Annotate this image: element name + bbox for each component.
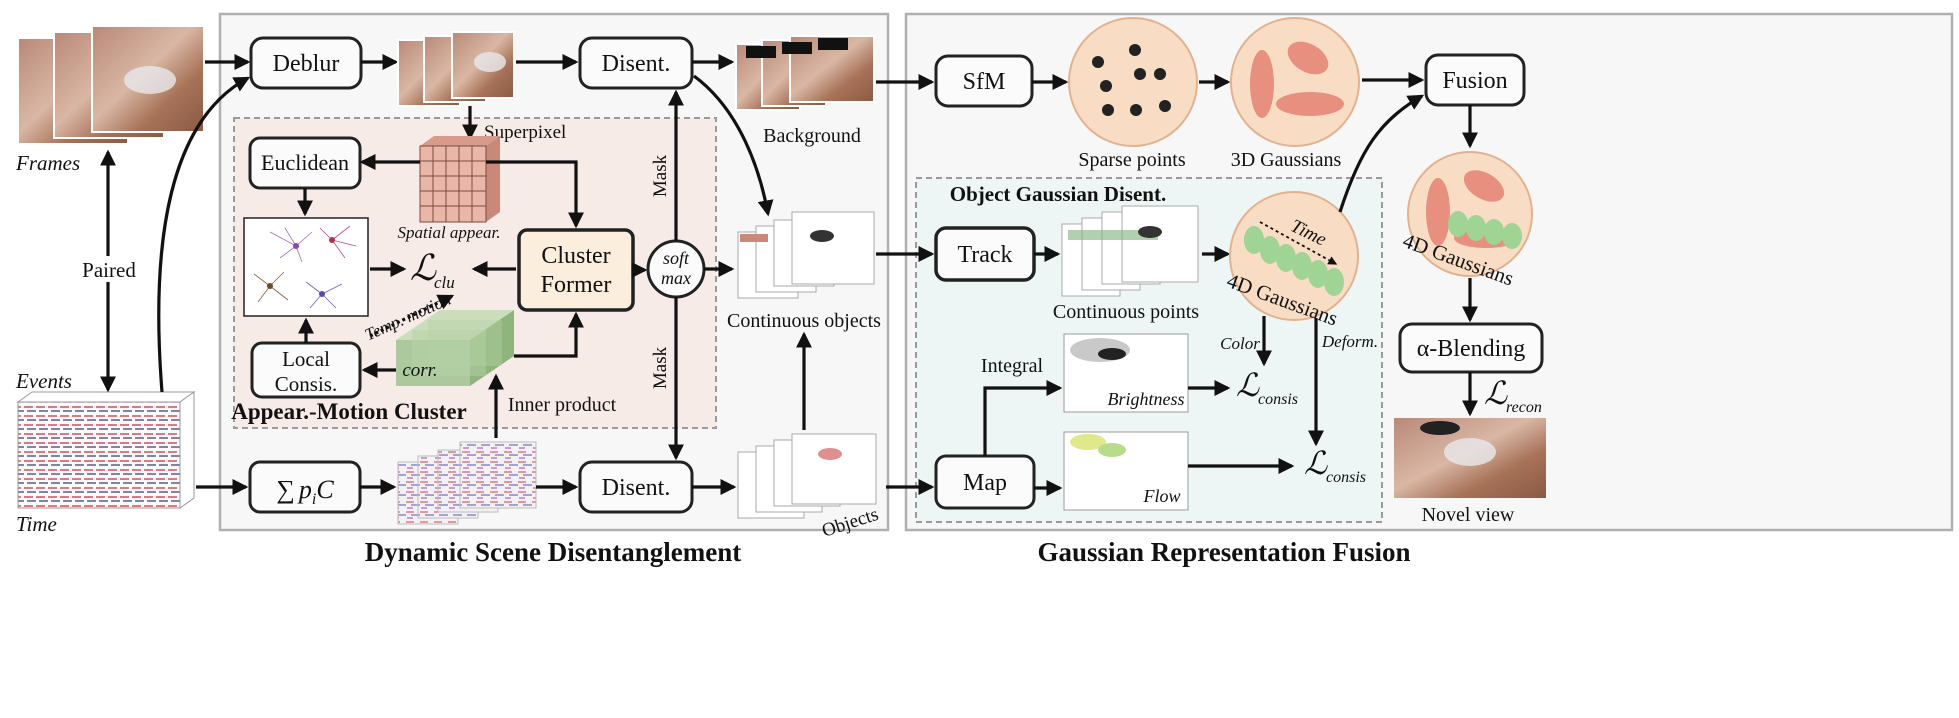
deblurred-frames [397, 31, 515, 107]
l-consis-symbol: ℒ [1236, 367, 1260, 403]
sum-label: ∑piC [276, 475, 334, 508]
l-recon-subscript: recon [1506, 399, 1542, 416]
alpha-blending-label: α-Blending [1417, 336, 1526, 362]
color-label: Color [1220, 334, 1260, 353]
flow-label: Flow [1142, 486, 1180, 506]
l-clu-subscript: clu [434, 273, 455, 292]
continuous-objects-label: Continuous objects [727, 310, 881, 332]
continuous-points-label: Continuous points [1053, 301, 1199, 323]
event-frames-stack [397, 441, 537, 525]
gaussians-4d-right-circle [1407, 151, 1533, 277]
sfm-label: SfM [963, 69, 1006, 95]
map-label: Map [963, 470, 1007, 496]
l-recon-symbol: ℒ [1484, 375, 1508, 411]
brightness-label: Brightness [1107, 389, 1184, 409]
gaussians-4d-circle [1229, 191, 1359, 321]
events-label: Events [15, 369, 72, 393]
cluster-graph [243, 217, 369, 317]
continuous-points-stack [1061, 205, 1199, 297]
gaussians-3d-circle [1230, 17, 1360, 147]
l-consis2-symbol: ℒ [1304, 445, 1328, 481]
euclidean-label: Euclidean [261, 150, 349, 175]
superpixel-label: Superpixel [484, 122, 566, 143]
cluster-former-line1: Cluster [541, 243, 610, 269]
background-frames [735, 35, 875, 111]
inner-product-label: Inner product [508, 394, 617, 416]
corr-volume [396, 310, 514, 386]
superpixel-cube [419, 136, 500, 223]
mask-bottom-label: Mask [650, 346, 671, 389]
mask-top-label: Mask [650, 154, 671, 197]
l-clu-symbol: ℒ [410, 248, 437, 288]
background-label: Background [763, 125, 861, 147]
softmax-line2: max [661, 268, 691, 288]
l-consis-subscript: consis [1258, 391, 1298, 408]
sparse-points-label: Sparse points [1078, 149, 1185, 171]
flow-image [1063, 431, 1189, 511]
disent-top-label: Disent. [602, 51, 671, 77]
fusion-box [1424, 53, 1526, 107]
frames-stack [17, 25, 205, 145]
local-consis-line2: Consis. [275, 372, 337, 396]
cluster-former-box [517, 228, 635, 312]
fusion-label: Fusion [1442, 68, 1507, 94]
left-panel-title: Dynamic Scene Disentanglement [365, 537, 741, 567]
cluster-former-line2: Former [541, 272, 612, 298]
brightness-image [1063, 333, 1189, 413]
l-consis2-subscript: consis [1326, 469, 1366, 486]
sparse-points-circle [1068, 17, 1198, 147]
corr-label: corr. [402, 360, 437, 381]
disent-bottom-label: Disent. [602, 475, 671, 501]
object-panel-title: Object Gaussian Disent. [950, 182, 1166, 206]
novel-view-label: Novel view [1422, 504, 1515, 526]
gaussians-3d-label: 3D Gaussians [1231, 149, 1342, 171]
track-label: Track [957, 242, 1012, 268]
softmax-line1: soft [663, 248, 690, 268]
frames-label: Frames [15, 151, 80, 175]
local-consis-line1: Local [282, 347, 330, 371]
events-volume [16, 391, 196, 509]
objects-stack [737, 433, 877, 519]
deblur-label: Deblur [273, 51, 340, 77]
continuous-objects-stack [737, 211, 875, 299]
time-label: Time [16, 512, 57, 536]
spatial-appear-label: Spatial appear. [398, 223, 501, 242]
right-panel-title: Gaussian Representation Fusion [1037, 537, 1410, 567]
cluster-panel-title: Appear.-Motion Cluster [231, 399, 467, 424]
deform-label: Deform. [1321, 332, 1378, 351]
paired-label: Paired [82, 258, 136, 282]
integral-label: Integral [981, 355, 1044, 377]
novel-view-image [1394, 418, 1546, 498]
